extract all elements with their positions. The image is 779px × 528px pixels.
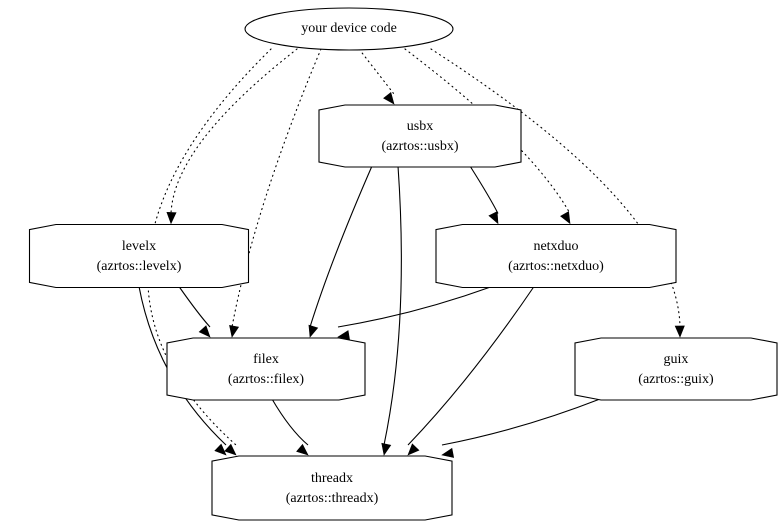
node-netxduo[interactable]: netxduo(azrtos::netxduo): [435, 223, 677, 289]
edge-path: [271, 398, 309, 446]
edge-device-to-guix: [430, 48, 685, 338]
node-threadx[interactable]: threadx(azrtos::threadx): [211, 455, 453, 521]
edge-usbx-to-netxduo: [469, 165, 499, 225]
arrowhead: [198, 325, 211, 338]
node-usbx[interactable]: usbx(azrtos::usbx): [318, 104, 522, 168]
nodes-layer: your device codeusbx(azrtos::usbx)levelx…: [28, 7, 778, 521]
node-label-primary: netxduo: [533, 239, 578, 254]
node-octagon[interactable]: [211, 455, 453, 521]
arrowhead: [381, 442, 392, 456]
edge-path: [309, 165, 373, 328]
edge-usbx-to-filex: [308, 165, 373, 338]
node-label-primary: levelx: [122, 239, 156, 254]
node-octagon[interactable]: [318, 104, 522, 168]
arrowhead: [166, 211, 177, 225]
edge-path: [170, 48, 298, 215]
node-label-namespace: (azrtos::guix): [638, 372, 714, 387]
edge-path: [469, 165, 499, 214]
node-label-primary: filex: [253, 352, 279, 367]
edge-levelx-to-filex: [178, 286, 211, 338]
node-octagon[interactable]: [574, 337, 778, 401]
node-label-namespace: (azrtos::threadx): [286, 491, 379, 506]
node-filex[interactable]: filex(azrtos::filex): [166, 337, 366, 401]
arrowhead: [229, 324, 240, 338]
edge-path: [337, 285, 493, 328]
edge-device-to-levelx: [166, 48, 298, 225]
edge-filex-to-threadx: [271, 398, 309, 456]
node-label-namespace: (azrtos::filex): [228, 372, 305, 387]
edge-device-to-filex: [229, 48, 322, 338]
arrowhead: [560, 211, 571, 225]
arrowhead: [308, 324, 319, 338]
edge-device-to-usbx: [358, 48, 395, 105]
node-label-primary: usbx: [407, 119, 433, 134]
edge-path: [407, 286, 535, 446]
node-levelx[interactable]: levelx(azrtos::levelx): [28, 223, 250, 289]
node-label-namespace: (azrtos::usbx): [382, 139, 459, 154]
arrowhead: [488, 211, 499, 225]
edge-netxduo-to-threadx: [407, 286, 535, 456]
edge-path: [358, 48, 395, 95]
node-ellipse[interactable]: [244, 7, 454, 51]
arrowhead: [296, 443, 309, 456]
edges-layer: [138, 48, 685, 458]
node-label-namespace: (azrtos::netxduo): [508, 259, 604, 274]
edge-path: [231, 48, 322, 328]
arrowhead: [441, 447, 455, 458]
edge-device-to-netxduo: [404, 48, 571, 225]
node-label-primary: threadx: [311, 471, 353, 486]
node-octagon[interactable]: [435, 223, 677, 289]
node-label-primary: your device code: [301, 21, 397, 36]
node-label-namespace: (azrtos::levelx): [97, 259, 182, 274]
node-device[interactable]: your device code: [244, 7, 454, 51]
edge-path: [441, 398, 601, 446]
arrowhead: [224, 443, 237, 456]
edge-netxduo-to-filex: [337, 285, 493, 341]
node-guix[interactable]: guix(azrtos::guix): [574, 337, 778, 401]
edge-path: [383, 165, 402, 446]
node-label-primary: guix: [664, 352, 689, 367]
arrowhead: [674, 325, 685, 338]
arrowhead: [407, 443, 420, 456]
arrowhead: [383, 91, 395, 105]
edge-path: [178, 286, 211, 328]
node-octagon[interactable]: [28, 223, 250, 289]
arrowhead: [214, 443, 227, 456]
edge-guix-to-threadx: [441, 398, 601, 458]
node-octagon[interactable]: [166, 337, 366, 401]
edge-usbx-to-threadx: [381, 165, 402, 456]
